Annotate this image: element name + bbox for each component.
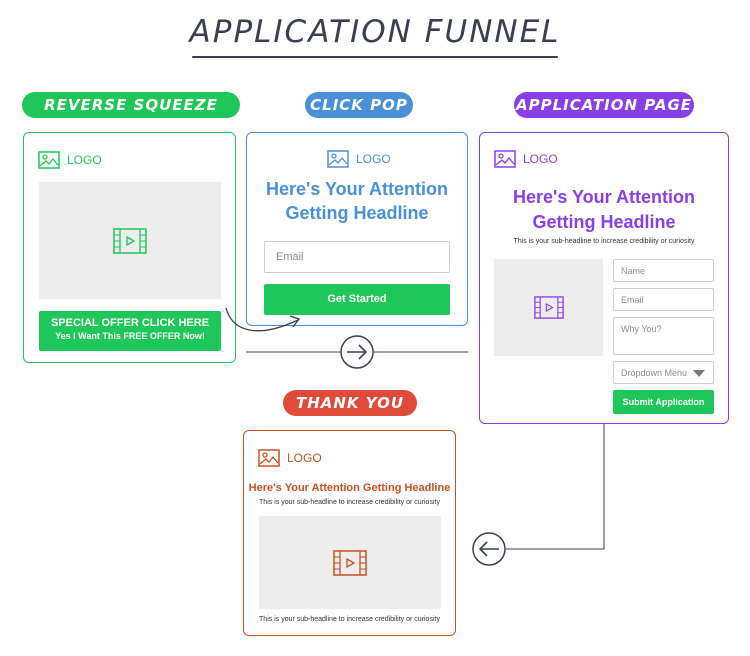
- name-field[interactable]: Name: [613, 259, 714, 282]
- thank-you-card: LOGO Here's Your Attention Getting Headl…: [243, 430, 456, 636]
- submit-application-button[interactable]: Submit Application: [613, 390, 714, 414]
- dropdown-menu[interactable]: Dropdown Menu: [613, 361, 714, 384]
- special-offer-button[interactable]: SPECIAL OFFER CLICK HERE Yes I Want This…: [39, 311, 221, 351]
- label-reverse-squeeze: REVERSE SQUEEZE PAGE: [22, 92, 240, 140]
- special-offer-line2: Yes I Want This FREE OFFER Now!: [55, 331, 205, 341]
- label-thank-you: THANK YOU: [283, 390, 417, 416]
- image-icon: [327, 150, 349, 168]
- headline: Here's Your Attention Getting Headline: [248, 482, 451, 494]
- curved-arrow: [225, 307, 299, 332]
- logo-label: LOGO: [67, 153, 102, 167]
- headline: Here's Your Attention Getting Headline: [513, 187, 695, 232]
- get-started-button[interactable]: Get Started: [264, 284, 450, 315]
- logo-label: LOGO: [287, 451, 322, 465]
- video-placeholder: [39, 182, 221, 299]
- subheadline: This is your sub-headline to increase cr…: [513, 238, 695, 245]
- image-icon: [494, 150, 516, 168]
- headline: Here's Your Attention Getting Headline: [266, 179, 448, 223]
- click-pop-card: LOGO Here's Your Attention Getting Headl…: [246, 132, 468, 326]
- image-icon: [38, 151, 60, 169]
- label-application-page: APPLICATION PAGE: [514, 92, 694, 118]
- logo: LOGO: [258, 449, 322, 467]
- email-field[interactable]: Email: [264, 241, 450, 273]
- dropdown-label: Dropdown Menu: [621, 367, 688, 378]
- logo: LOGO: [494, 150, 558, 168]
- logo-label: LOGO: [523, 152, 558, 166]
- logo-label: LOGO: [356, 152, 391, 166]
- flow-line: [506, 424, 605, 550]
- video-placeholder: [259, 516, 441, 609]
- video-icon: [533, 296, 564, 319]
- title-underline: [192, 56, 558, 58]
- logo: LOGO: [327, 150, 391, 168]
- image-icon: [258, 449, 280, 467]
- video-placeholder: [494, 259, 603, 356]
- curved-arrowhead: [289, 315, 301, 328]
- why-you-field[interactable]: Why You?: [613, 317, 714, 355]
- chevron-down-icon: [693, 370, 705, 377]
- video-icon: [113, 227, 147, 254]
- video-icon: [333, 549, 367, 576]
- footer-text: This is your sub-headline to increase cr…: [259, 616, 440, 623]
- special-offer-line1: SPECIAL OFFER CLICK HERE: [50, 317, 210, 329]
- subheadline: This is your sub-headline to increase cr…: [259, 499, 440, 506]
- application-page-card: LOGO Here's Your Attention Getting Headl…: [479, 132, 729, 424]
- reverse-squeeze-card: LOGO SPECIAL OFFER CLICK HERE Yes I Want…: [23, 132, 236, 363]
- label-click-pop: CLICK POP: [305, 92, 413, 118]
- diagram-title: APPLICATION FUNNEL: [189, 14, 561, 50]
- logo: LOGO: [38, 151, 102, 169]
- email-field[interactable]: Email: [613, 288, 714, 311]
